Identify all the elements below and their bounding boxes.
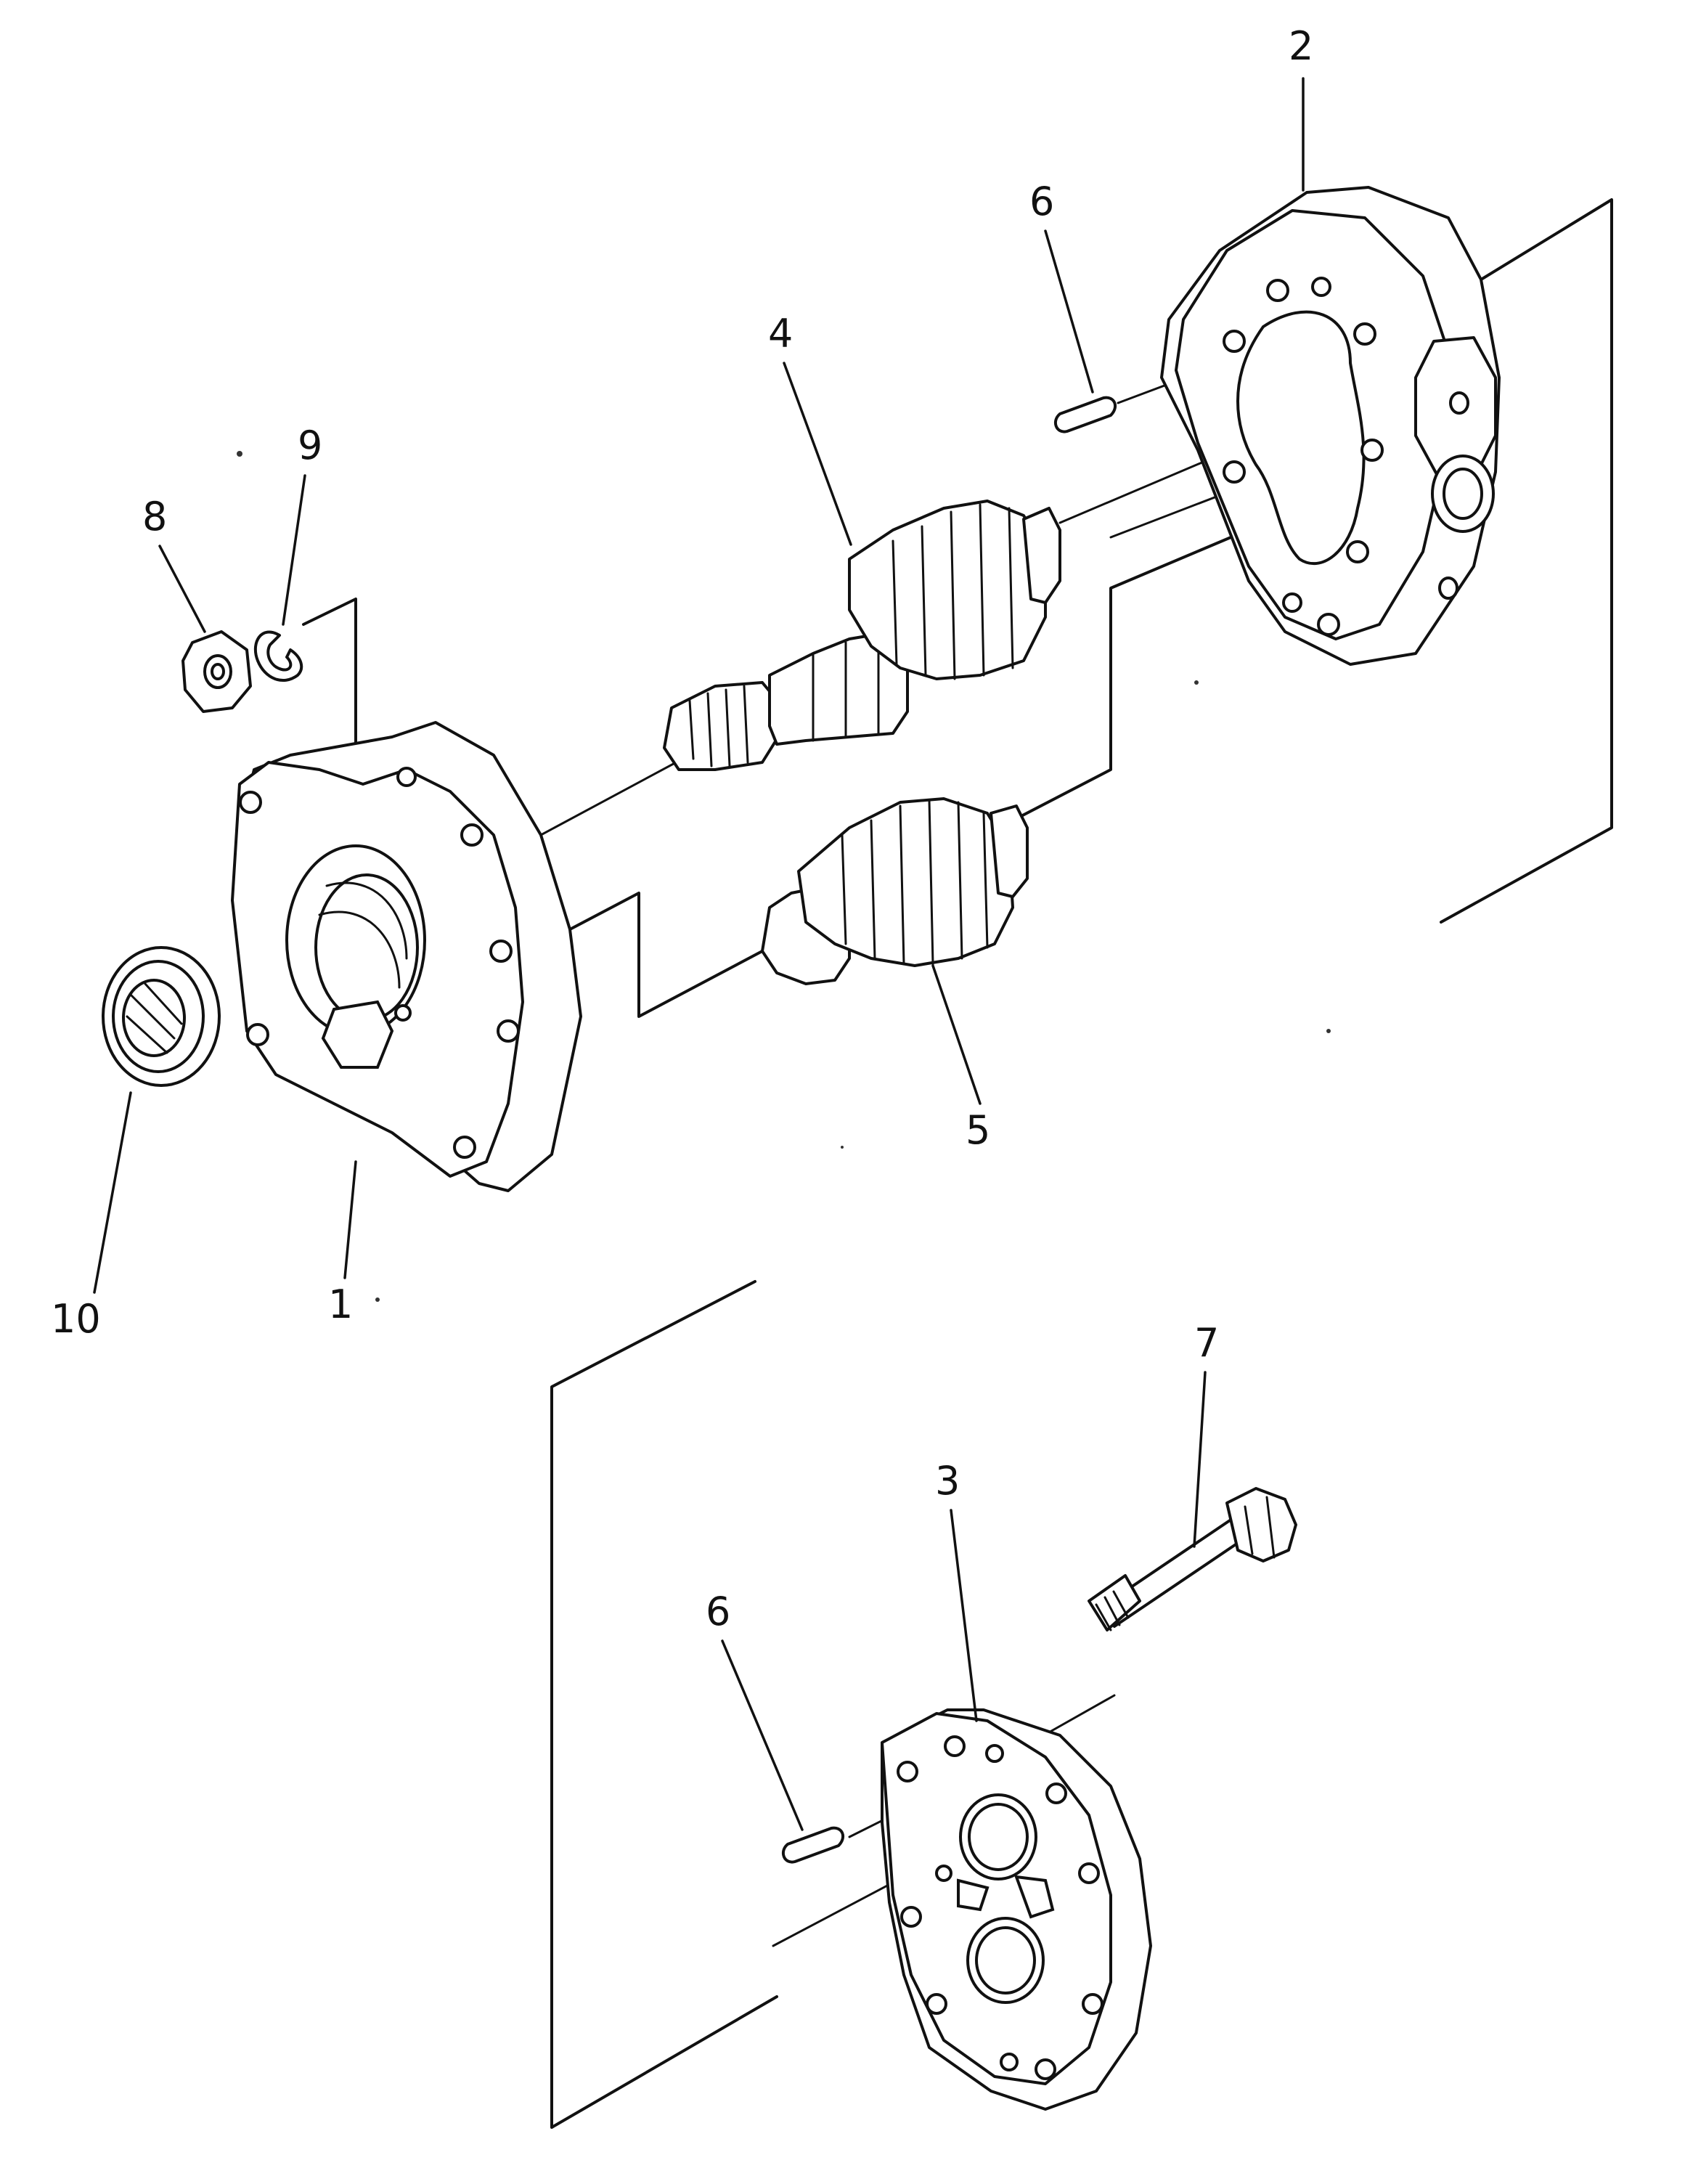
label-part-3: 3 [935,1458,960,1504]
label-part-6-top: 6 [1029,179,1054,224]
part-labels: 2 6 4 9 8 5 10 1 7 3 6 [51,23,1313,1634]
snap-ring-part-9 [253,630,303,682]
nut-part-8 [181,630,252,713]
drive-shaft-gear-part-4 [663,500,1061,771]
label-part-8: 8 [142,494,167,539]
bolt-part-7 [1088,1487,1297,1631]
label-part-4: 4 [768,311,793,356]
label-part-7: 7 [1194,1320,1219,1366]
label-part-5: 5 [966,1107,990,1153]
dowel-pin-part-6-bottom [781,1826,845,1864]
leader-lines [93,77,1305,1831]
label-part-10: 10 [51,1296,101,1342]
label-part-2: 2 [1289,23,1313,69]
oil-seal-part-10 [102,946,221,1087]
label-part-6-bottom: 6 [706,1589,730,1634]
front-cover-part-1 [231,721,582,1192]
scan-specks [237,451,1331,1302]
label-part-9: 9 [298,423,322,468]
pump-body-part-2 [1160,186,1501,666]
dowel-pin-part-6-top [1053,396,1117,433]
label-part-1: 1 [328,1282,353,1327]
rear-plate-part-3 [881,1708,1152,2111]
driven-gear-part-5 [761,797,1029,985]
